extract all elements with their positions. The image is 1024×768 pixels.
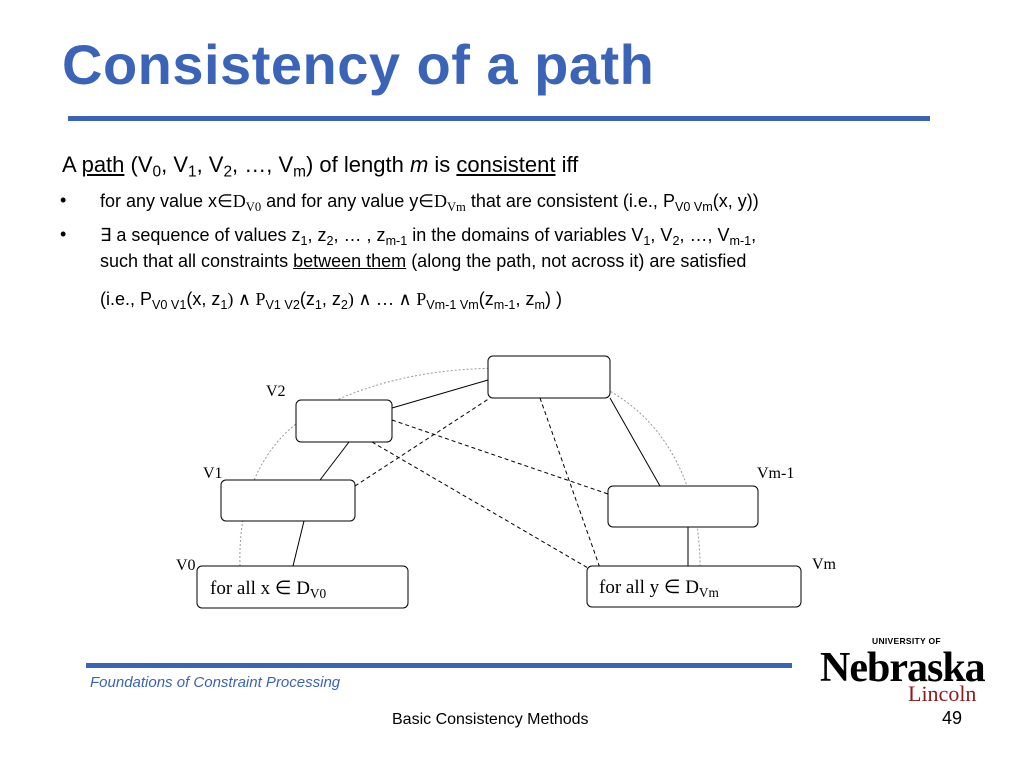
label-v0: V0	[176, 557, 196, 574]
node-v0	[196, 565, 409, 609]
path-arc	[239, 367, 701, 567]
consistent-term: consistent	[456, 152, 556, 177]
node-top	[487, 355, 611, 399]
course-name: Foundations of Constraint Processing	[90, 674, 341, 691]
bullet-2-line-2: such that all constraints between them (…	[100, 251, 747, 271]
cross-edge-top-vm	[539, 397, 601, 569]
bullet-2-line-3: (i.e., PV0 V1(x, z1) ∧ PV1 V2(z1, z2) ∧ …	[100, 289, 562, 312]
box-v0-text: for all x ∈ DV0	[210, 578, 327, 601]
node-v2	[295, 399, 393, 443]
cross-edge-v2-vm1	[391, 419, 609, 495]
node-vm	[586, 565, 802, 608]
bullet-2-line-1: ∃ a sequence of values z1, z2, … , zm-1 …	[100, 225, 757, 248]
node-v1	[220, 479, 356, 522]
node-vm1	[607, 485, 759, 528]
label-v2: V2	[266, 383, 286, 400]
cross-edge-v1-top	[354, 397, 491, 487]
page-number: 49	[942, 708, 963, 728]
slide-title: Consistency of a path	[62, 33, 655, 96]
label-vm: Vm	[812, 556, 837, 573]
section-name: Basic Consistency Methods	[392, 711, 589, 728]
bullet-marker: •	[60, 190, 67, 210]
label-v1: V1	[203, 465, 223, 482]
box-vm-text: for all y ∈ DVm	[599, 577, 719, 600]
cross-edge-v2-vm	[371, 441, 589, 569]
edge-v0-v1	[292, 520, 305, 567]
edge-top-vm1	[609, 397, 661, 487]
bullet-1-text: for any value x∈DV0 and for any value y∈…	[100, 191, 759, 214]
footer-divider	[86, 663, 792, 668]
title-divider	[68, 116, 930, 121]
label-vm1: Vm-1	[757, 465, 794, 482]
definition-line: A path (V0, V1, V2, …, Vm) of length m i…	[62, 152, 579, 181]
bullet-marker: •	[60, 224, 67, 244]
logo-city: Lincoln	[908, 681, 977, 706]
edge-v2-top	[391, 379, 489, 409]
edge-v1-v2	[319, 441, 350, 481]
nebraska-logo: UNIVERSITY OF Nebraska Lincoln	[820, 636, 986, 706]
logo-university: UNIVERSITY OF	[872, 636, 941, 646]
path-term: path	[81, 152, 125, 177]
logo-name: Nebraska	[820, 645, 986, 691]
